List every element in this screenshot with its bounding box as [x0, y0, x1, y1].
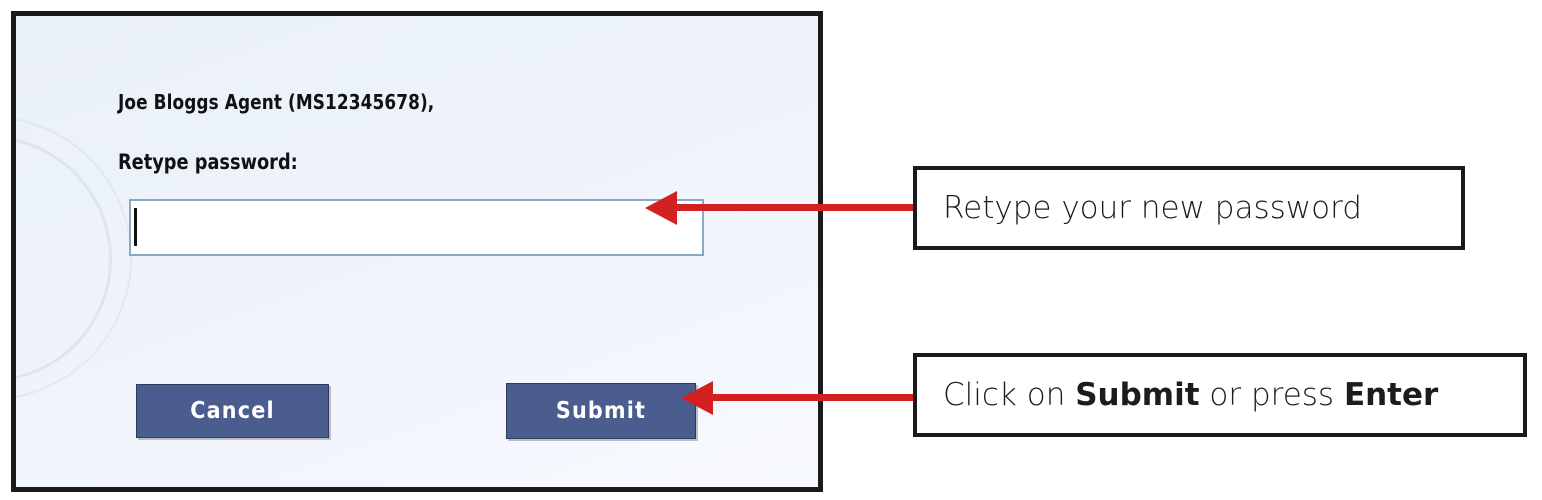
password-dialog: Joe Bloggs Agent (MS12345678), Retype pa… — [11, 11, 823, 492]
watermark-arc — [16, 136, 112, 382]
text-caret-icon — [134, 208, 137, 246]
annotation-arrow-line-submit — [712, 394, 936, 401]
retype-password-input[interactable] — [129, 199, 704, 256]
greeting-text: Joe Bloggs Agent (MS12345678), — [118, 90, 435, 114]
annotation-callout-submit: Click on Submit or press Enter — [913, 353, 1527, 437]
cancel-button[interactable]: Cancel — [136, 384, 329, 438]
annotation-text-submit: Click on Submit or press Enter — [943, 377, 1439, 413]
annotation-arrow-line-password — [676, 204, 936, 211]
submit-button[interactable]: Submit — [506, 383, 696, 439]
annotation-callout-password: Retype your new password — [913, 166, 1465, 250]
arrow-left-icon-submit — [681, 381, 713, 415]
retype-password-label: Retype password: — [118, 150, 298, 174]
watermark-arc-outer — [16, 116, 132, 400]
annotation-text-password: Retype your new password — [943, 190, 1362, 226]
arrow-left-icon-password — [645, 191, 677, 225]
